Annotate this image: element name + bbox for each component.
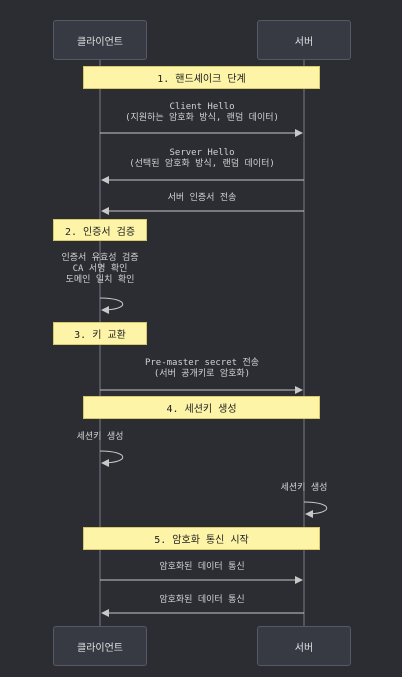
client-session-label: 세션키 생성 <box>77 432 124 443</box>
client-session-text: 세션키 생성 <box>76 432 124 442</box>
data-to-server-label: 암호화된 데이터 통신 <box>159 562 244 573</box>
note-key-exchange: 3. 키 교환 <box>53 322 147 345</box>
server-session-self-loop <box>303 501 328 518</box>
server-actor-bottom: 서버 <box>257 626 351 666</box>
client-actor-label: 클라이언트 <box>77 642 123 654</box>
data-to-server-text: 암호화된 데이터 통신 <box>159 562 245 572</box>
client-hello-detail: (지원하는 암호화 방식, 랜덤 데이터) <box>125 113 279 123</box>
client-hello-label: Client Hello (지원하는 암호화 방식, 랜덤 데이터) <box>125 102 279 124</box>
premaster-detail: (서버 공개키로 암호화) <box>153 369 251 379</box>
verify-self-loop <box>99 297 124 314</box>
client-session-self-loop <box>99 450 124 467</box>
server-session-label: 세션키 생성 <box>281 483 328 494</box>
data-to-client-text: 암호화된 데이터 통신 <box>159 595 245 605</box>
note-session-key: 4. 세션키 생성 <box>83 396 320 419</box>
client-actor-top: 클라이언트 <box>53 20 147 60</box>
server-cert-text: 서버 인증서 전송 <box>167 193 237 203</box>
note-encrypted-comm: 5. 암호화 통신 시작 <box>83 527 320 550</box>
verify-line-2: CA 서명 확인 <box>72 264 128 274</box>
server-cert-label: 서버 인증서 전송 <box>168 193 237 204</box>
verify-line-3: 도메인 일치 확인 <box>65 275 135 285</box>
server-hello-title: Server Hello <box>169 148 235 158</box>
premaster-label: Pre-master secret 전송 (서버 공개키로 암호화) <box>145 358 259 380</box>
note-encrypted-comm-text: 5. 암호화 통신 시작 <box>154 535 249 546</box>
client-actor-label: 클라이언트 <box>77 36 123 48</box>
note-session-key-text: 4. 세션키 생성 <box>166 404 237 415</box>
note-cert-verify: 2. 인증서 검증 <box>53 219 147 241</box>
server-actor-top: 서버 <box>257 20 351 60</box>
client-hello-title: Client Hello <box>169 102 235 112</box>
server-session-text: 세션키 생성 <box>280 483 328 493</box>
verify-line-1: 인증서 유효성 검증 <box>61 253 139 263</box>
note-handshake: 1. 핸드셰이크 단계 <box>83 66 320 89</box>
server-actor-label: 서버 <box>294 642 314 654</box>
note-handshake-text: 1. 핸드셰이크 단계 <box>157 74 246 85</box>
note-cert-verify-text: 2. 인증서 검증 <box>64 226 136 238</box>
verify-label: 인증서 유효성 검증 CA 서명 확인 도메인 일치 확인 <box>61 253 138 286</box>
note-key-exchange-text: 3. 키 교환 <box>74 330 126 341</box>
client-actor-bottom: 클라이언트 <box>53 626 147 666</box>
premaster-title: Pre-master secret 전송 <box>144 358 260 368</box>
data-to-client-label: 암호화된 데이터 통신 <box>159 595 244 606</box>
server-hello-label: Server Hello (선택된 암호화 방식, 랜덤 데이터) <box>129 148 275 170</box>
server-actor-label: 서버 <box>294 36 314 48</box>
server-hello-detail: (선택된 암호화 방식, 랜덤 데이터) <box>129 159 275 169</box>
